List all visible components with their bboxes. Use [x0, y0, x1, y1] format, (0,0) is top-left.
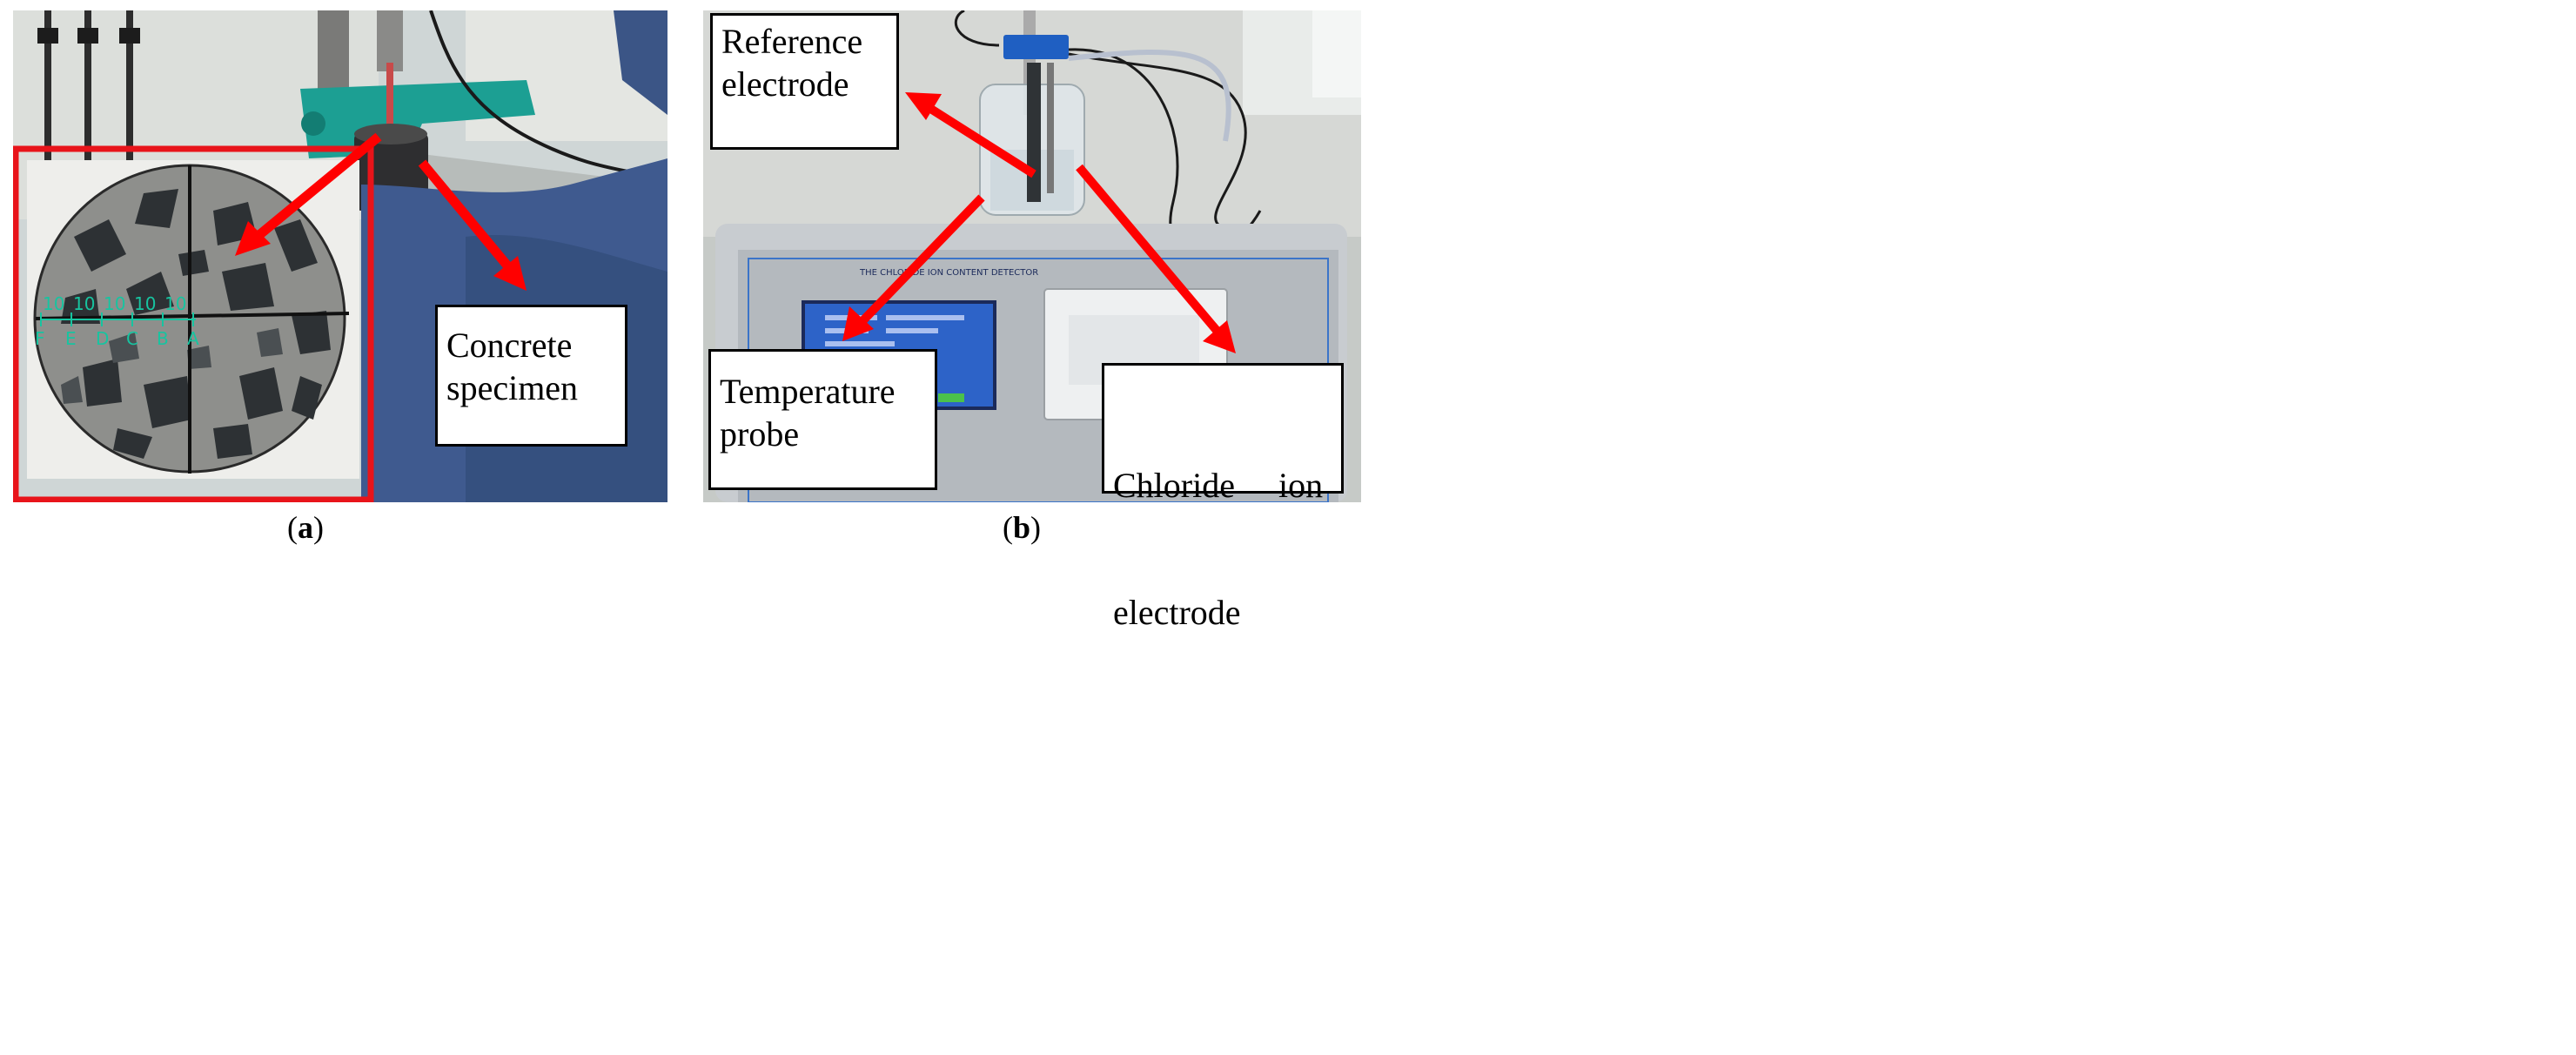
ruler-point-e: E [65, 328, 77, 349]
ruler-point-f: F [35, 328, 45, 349]
ruler-point-c: C [126, 328, 138, 349]
label-line: specimen [446, 367, 579, 407]
reference-electrode-label: Reference electrode [710, 13, 899, 150]
caption-paren: ) [1030, 510, 1042, 545]
ruler-seg-4: 10 [134, 293, 156, 314]
arrow-to-chloride [1076, 164, 1236, 353]
chloride-ion-electrode-label: Chloride ion electrode [1102, 363, 1344, 632]
caption-letter: b [1013, 510, 1031, 545]
caption-paren: ( [287, 510, 298, 545]
arrow-to-label [418, 159, 527, 291]
label-line: Concrete [446, 326, 573, 365]
caption-b: (b) [1003, 509, 1041, 546]
arrow-to-inset [235, 132, 382, 256]
caption-paren: ( [1003, 510, 1013, 545]
ruler-point-b: B [157, 328, 169, 349]
caption-a: (a) [287, 509, 324, 546]
arrow-to-temperature [842, 194, 985, 341]
concrete-specimen-label: Concrete specimen [435, 305, 627, 447]
inset-frame [13, 145, 374, 502]
label-line: probe [720, 413, 800, 454]
ruler-point-d: D [96, 328, 109, 349]
device-title: THE CHLORIDE ION CONTENT DETECTOR [859, 268, 1038, 278]
ruler-seg-1: 10 [43, 293, 64, 314]
caption-paren: ) [313, 510, 324, 545]
label-line: Temperature [720, 372, 896, 411]
ruler-seg-2: 10 [73, 293, 95, 314]
caption-letter: a [298, 510, 313, 545]
ruler-seg-3: 10 [104, 293, 125, 314]
arrow-to-reference [905, 92, 1036, 178]
label-line: electrode [1113, 592, 1241, 632]
label-line: Reference [721, 22, 863, 61]
temperature-probe-label: Temperature probe [708, 349, 937, 490]
ruler-seg-5: 10 [164, 293, 186, 314]
label-line: electrode [721, 64, 849, 104]
ruler-point-a: A [187, 328, 199, 349]
label-line: Chloride ion [1113, 465, 1324, 505]
